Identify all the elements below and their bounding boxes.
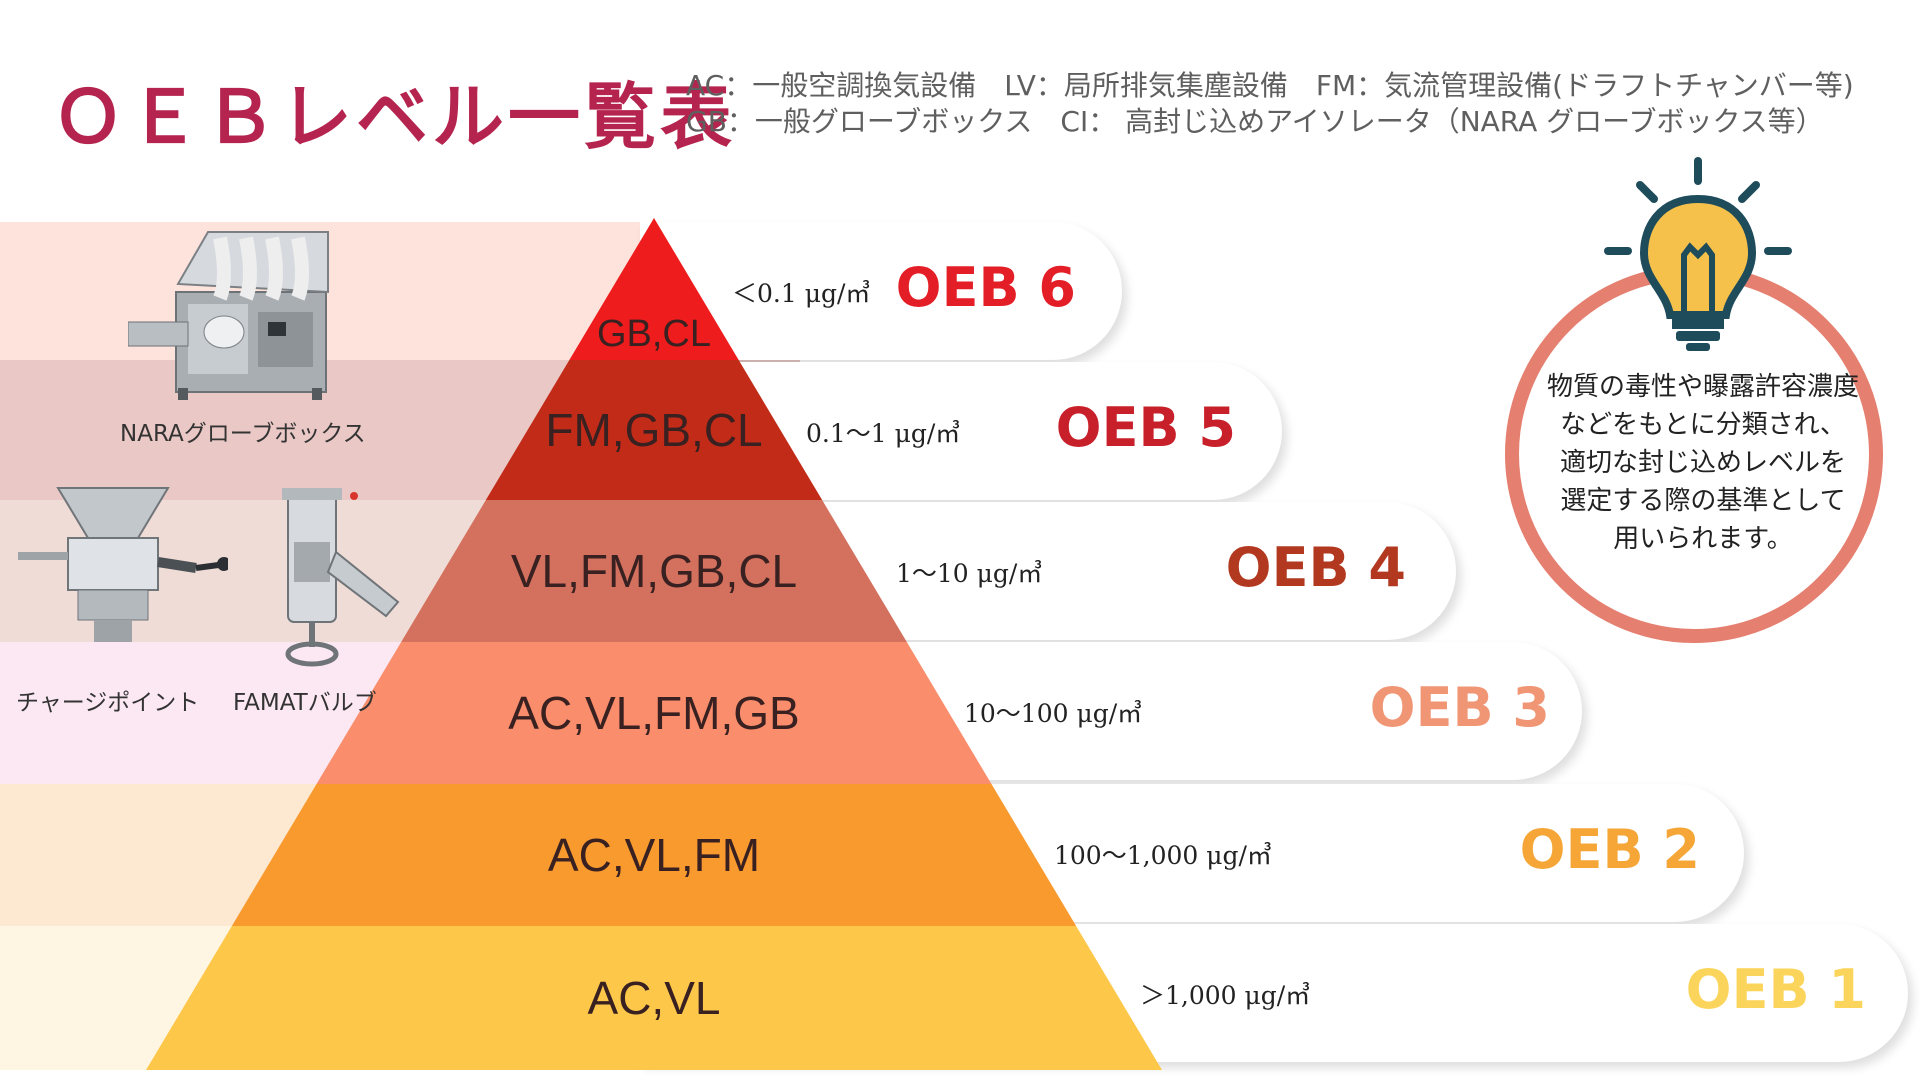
oeb-level-label: OEB 3 xyxy=(1369,676,1550,739)
pyramid-tier xyxy=(231,784,1077,926)
exposure-limit-label: 10～100 μg/㎥ xyxy=(964,699,1143,728)
nara-glovebox-image xyxy=(128,231,329,400)
note-text: 物質の毒性や曝露許容濃度 などをもとに分類され、 適切な封じ込めレベルを 選定す… xyxy=(1510,368,1896,558)
pyramid-tier xyxy=(401,500,907,642)
exposure-limit-label: 100～1,000 μg/㎥ xyxy=(1054,841,1272,870)
exposure-limit-label: ＞1,000 μg/㎥ xyxy=(1140,981,1311,1010)
oeb-level-label: OEB 5 xyxy=(1055,396,1236,459)
exposure-limit-label: 1～10 μg/㎥ xyxy=(896,559,1043,588)
equipment-class-label: FM,GB,CL xyxy=(545,404,762,456)
pyramid-tier xyxy=(146,926,1162,1070)
equipment-class-label: VL,FM,GB,CL xyxy=(511,545,797,597)
nara-glovebox-caption: NARAグローブボックス xyxy=(120,421,366,447)
note-line: 物質の毒性や曝露許容濃度 xyxy=(1546,372,1859,402)
exposure-limit-label: ＜0.1 μg/㎥ xyxy=(732,279,871,308)
legend-line-1: AC：一般空調換気設備 LV：局所排気集塵設備 FM：気流管理設備(ドラフトチャ… xyxy=(686,69,1854,102)
oeb-level-label: OEB 2 xyxy=(1519,818,1700,881)
equipment-class-label: GB,CL xyxy=(597,313,711,355)
oeb-level-label: OEB 1 xyxy=(1685,958,1866,1021)
charge-point-caption: チャージポイント xyxy=(16,690,200,716)
pyramid-tier xyxy=(485,360,823,500)
note-line: 適切な封じ込めレベルを xyxy=(1559,448,1846,478)
famat-valve-image xyxy=(282,488,400,667)
exposure-limit-label: 0.1～1 μg/㎥ xyxy=(806,419,961,448)
equipment-legend: AC：一般空調換気設備 LV：局所排気集塵設備 FM：気流管理設備(ドラフトチャ… xyxy=(686,68,1854,140)
note-line: などをもとに分類され、 xyxy=(1560,410,1846,440)
equipment-class-label: AC,VL xyxy=(588,972,721,1024)
pyramid-tier xyxy=(316,642,992,784)
note-line: 選定する際の基準として xyxy=(1560,486,1846,516)
equipment-class-label: AC,VL,FM,GB xyxy=(508,687,799,739)
legend-line-2: GB：一般グローブボックス CI： 高封じ込めアイソレータ（NARA グローブボ… xyxy=(686,105,1824,138)
oeb-level-label: OEB 4 xyxy=(1225,536,1406,599)
note-line: 用いられます。 xyxy=(1613,524,1793,554)
lightbulb-icon xyxy=(1604,157,1792,351)
pyramid-tier xyxy=(569,218,739,360)
equipment-class-label: AC,VL,FM xyxy=(548,829,760,881)
oeb-level-label: OEB 6 xyxy=(895,256,1076,319)
famat-valve-caption: FAMATバルブ xyxy=(233,690,377,716)
charge-point-image xyxy=(18,487,228,642)
page-title: ＯＥＢレベル一覧表 xyxy=(52,75,737,159)
